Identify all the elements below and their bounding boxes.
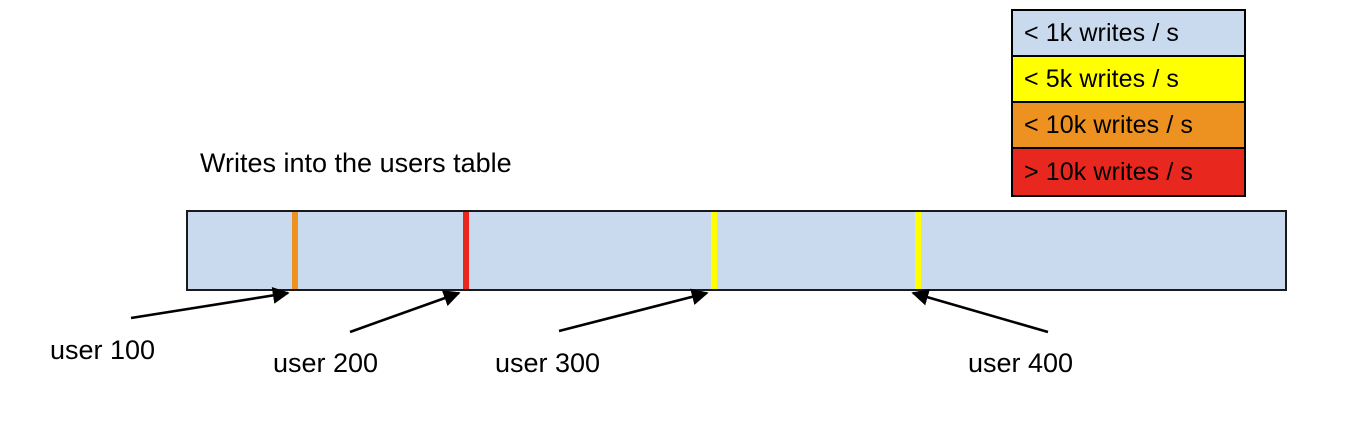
stripe-user-400: [915, 212, 921, 289]
legend-row-lt-1k: < 1k writes / s: [1013, 11, 1244, 57]
legend-label-gt-10k: > 10k writes / s: [1024, 157, 1194, 186]
label-user-400: user 400: [968, 348, 1074, 378]
arrow-user-200: [349, 290, 461, 334]
stripe-user-300: [711, 212, 717, 289]
legend-row-lt-5k: < 5k writes / s: [1013, 57, 1244, 103]
legend-label-lt-5k: < 5k writes / s: [1024, 64, 1180, 93]
stripe-user-100: [292, 212, 298, 289]
users-table-bar: [186, 210, 1287, 291]
legend: < 1k writes / s < 5k writes / s < 10k wr…: [1011, 9, 1246, 197]
legend-label-lt-10k: < 10k writes / s: [1024, 110, 1194, 139]
label-user-200: user 200: [273, 348, 379, 378]
chart-title: Writes into the users table: [200, 148, 512, 178]
legend-row-lt-10k: < 10k writes / s: [1013, 103, 1244, 149]
arrow-user-400: [911, 289, 1049, 334]
legend-row-gt-10k: > 10k writes / s: [1013, 149, 1244, 195]
stripe-user-200: [463, 212, 469, 289]
label-user-300: user 300: [495, 348, 601, 378]
legend-label-lt-1k: < 1k writes / s: [1024, 18, 1180, 47]
arrow-user-300: [558, 288, 709, 333]
arrow-user-100: [130, 287, 290, 320]
label-user-100: user 100: [50, 335, 156, 365]
